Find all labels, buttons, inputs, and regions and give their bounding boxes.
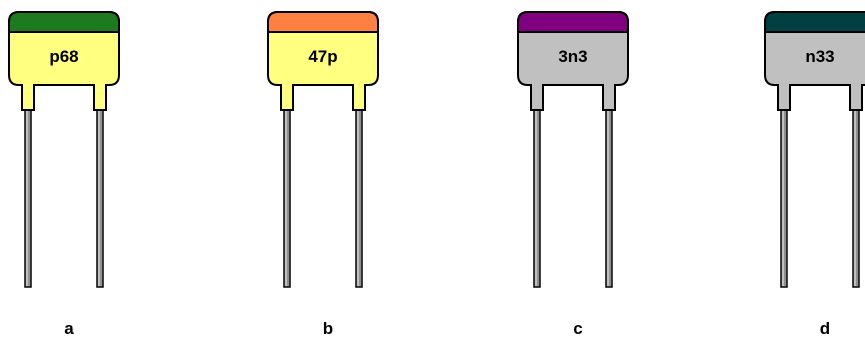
foot-joint — [851, 82, 861, 86]
capacitor-marking: 47p — [308, 47, 337, 66]
foot-joint — [95, 82, 105, 86]
color-band — [764, 11, 865, 33]
capacitor-b: 47p b — [267, 11, 379, 338]
color-band — [517, 11, 629, 33]
capacitor-marking: n33 — [805, 47, 834, 66]
capacitor-d: n33 d — [764, 11, 865, 338]
lead-left — [533, 107, 541, 288]
lead-right — [355, 107, 363, 288]
capacitor-caption: a — [64, 319, 74, 338]
foot-joint — [282, 82, 292, 86]
foot-joint — [532, 82, 542, 86]
foot-joint — [779, 82, 789, 86]
lead-left — [24, 107, 32, 288]
capacitor-a: p68 a — [8, 11, 120, 338]
capacitor-c: 3n3 c — [517, 11, 629, 338]
lead-right — [852, 107, 860, 288]
lead-right — [96, 107, 104, 288]
color-band — [8, 11, 120, 33]
color-band — [267, 11, 379, 33]
lead-left — [283, 107, 291, 288]
capacitor-caption: b — [323, 319, 333, 338]
capacitor-caption: d — [820, 319, 830, 338]
lead-right — [605, 107, 613, 288]
foot-joint — [604, 82, 614, 86]
capacitor-caption: c — [573, 319, 582, 338]
foot-joint — [354, 82, 364, 86]
capacitor-marking: 3n3 — [558, 47, 587, 66]
foot-joint — [23, 82, 33, 86]
lead-left — [780, 107, 788, 288]
capacitor-marking: p68 — [49, 47, 78, 66]
